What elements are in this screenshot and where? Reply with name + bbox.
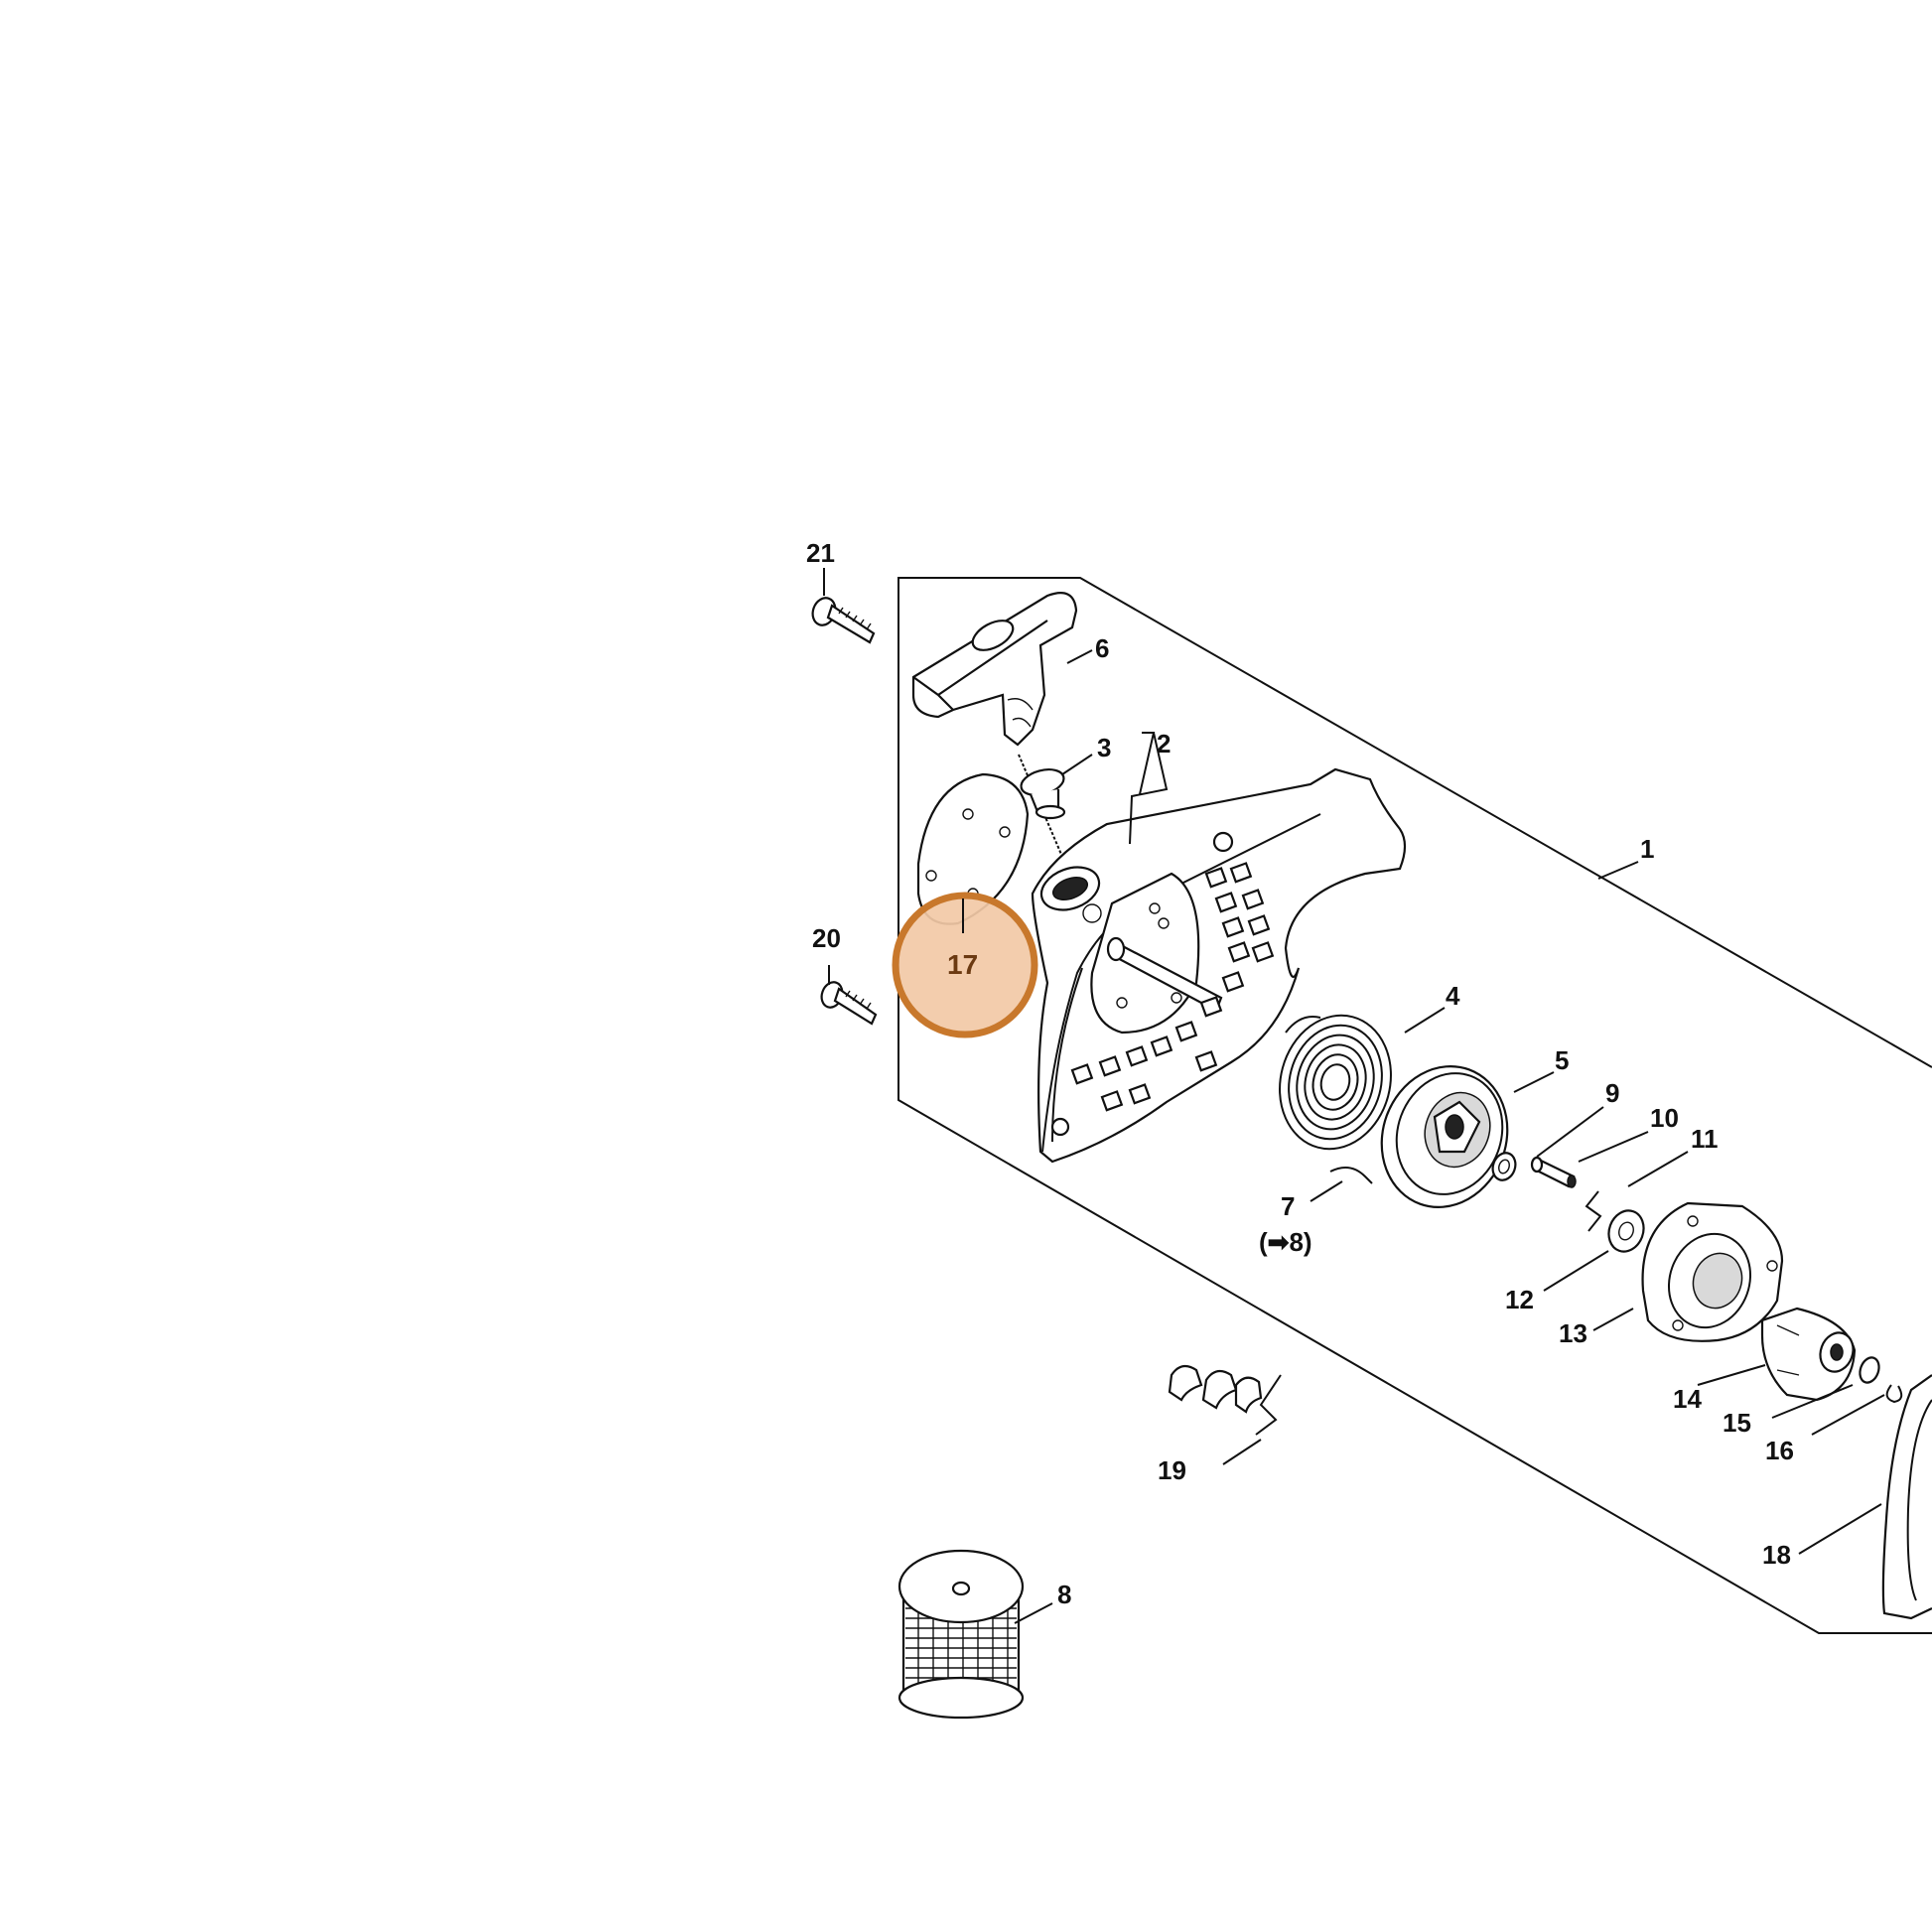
callout-5[interactable]: 5 xyxy=(1555,1045,1569,1075)
highlight-part-18[interactable] xyxy=(892,892,1038,1038)
callout-10[interactable]: 10 xyxy=(1650,1103,1679,1133)
leader-lines xyxy=(823,568,1885,1624)
callout-1[interactable]: 1 xyxy=(1640,834,1654,864)
fan-housing-part-1[interactable] xyxy=(1031,767,1407,1164)
callout-20[interactable]: 20 xyxy=(812,923,841,953)
cooling-fins xyxy=(1070,862,1275,1112)
callout-19[interactable]: 19 xyxy=(1158,1455,1186,1485)
rope-guide-part-3[interactable] xyxy=(1019,765,1067,820)
callout-8[interactable]: 8 xyxy=(1057,1580,1071,1609)
assembly-outline xyxy=(897,577,1932,1634)
ratchet-housing-part-13[interactable] xyxy=(1641,1201,1784,1342)
callout-12[interactable]: 12 xyxy=(1505,1285,1534,1314)
washer-part-9[interactable] xyxy=(1489,1150,1519,1183)
spring-part-7[interactable] xyxy=(1329,1167,1373,1184)
callout-15[interactable]: 15 xyxy=(1723,1408,1751,1438)
rope-spool-part-8[interactable] xyxy=(897,1549,1025,1720)
callout-labels: 21 6 3 2 1 20 17 4 5 9 10 11 7 (➡8) 12 1… xyxy=(806,538,1794,1609)
callout-14[interactable]: 14 xyxy=(1673,1384,1702,1414)
pin-part-10[interactable] xyxy=(1530,1156,1577,1188)
starter-grip-part-6[interactable] xyxy=(911,592,1078,747)
callout-16[interactable]: 16 xyxy=(1765,1436,1794,1465)
cover-part-17[interactable] xyxy=(1881,1374,1932,1620)
spring-clip-part-11[interactable] xyxy=(1585,1190,1602,1232)
highlight-circle xyxy=(892,892,1038,1038)
screw-part-21[interactable] xyxy=(809,595,876,644)
callout-7-ref[interactable]: (➡8) xyxy=(1259,1227,1312,1257)
callout-9[interactable]: 9 xyxy=(1605,1078,1619,1108)
callout-3[interactable]: 3 xyxy=(1097,733,1111,762)
screw-part-20[interactable] xyxy=(818,979,878,1026)
callout-18[interactable]: 17 xyxy=(947,949,978,980)
washer-part-12[interactable] xyxy=(1603,1205,1649,1256)
callout-7[interactable]: 7 xyxy=(1281,1191,1295,1221)
rewind-spring-part-4[interactable] xyxy=(1265,1003,1405,1162)
washer-part-15[interactable] xyxy=(1857,1355,1882,1386)
callout-11[interactable]: 11 xyxy=(1691,1124,1719,1154)
pawl-carrier-part-14[interactable] xyxy=(1760,1307,1859,1402)
rope-rotor-part-5[interactable] xyxy=(1362,1048,1527,1225)
callout-4[interactable]: 4 xyxy=(1446,981,1460,1011)
clips-part-19[interactable] xyxy=(1168,1364,1282,1436)
callout-6[interactable]: 6 xyxy=(1095,633,1109,663)
circlip-part-16[interactable] xyxy=(1885,1384,1903,1404)
callout-21[interactable]: 21 xyxy=(806,538,835,568)
callout-13[interactable]: 13 xyxy=(1559,1318,1587,1348)
callout-2[interactable]: 2 xyxy=(1157,729,1171,759)
callout-17[interactable]: 18 xyxy=(1762,1540,1791,1570)
